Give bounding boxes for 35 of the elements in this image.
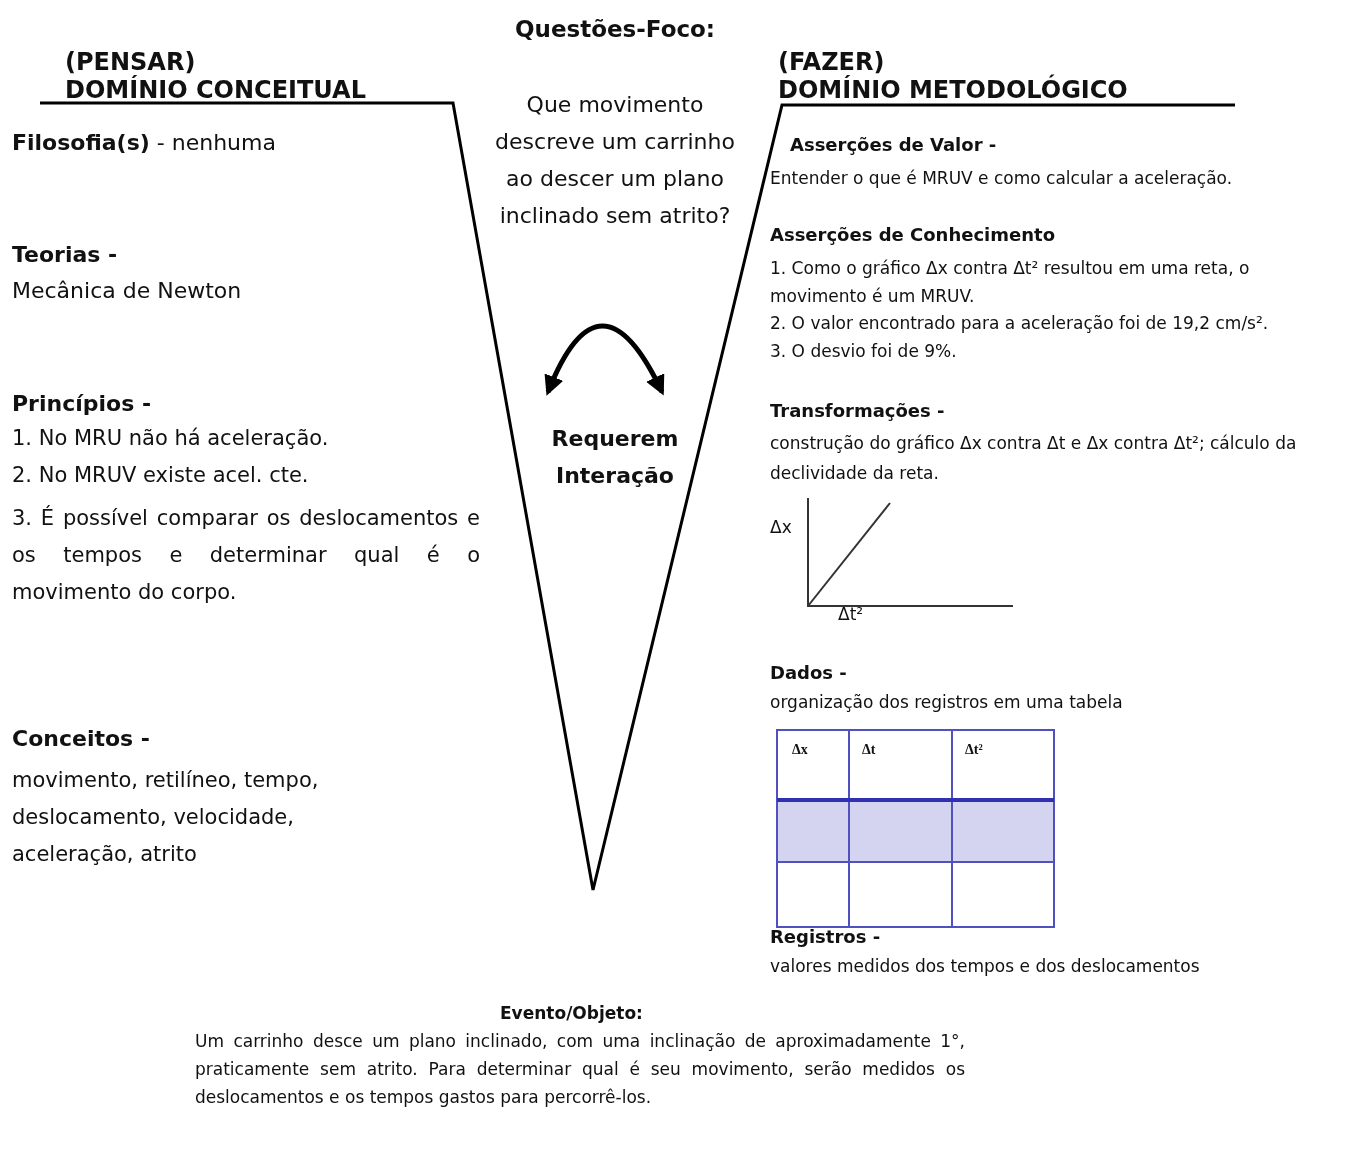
body-text: valores medidos dos tempos e dos deslocamentos <box>770 956 1200 976</box>
focus-question: Que movimento descreve um carrinho ao descer um plano inclinado sem atrito? <box>495 91 735 230</box>
body-text: Mecânica de Newton <box>12 278 242 303</box>
column-header: Δt <box>862 742 876 758</box>
heading: Teorias - <box>12 242 118 267</box>
list-item: 3. O desvio foi de 9%. <box>770 341 957 361</box>
heading: Asserções de Valor - <box>790 134 997 155</box>
heading: Conceitos - <box>12 726 150 751</box>
list-item: 1. Como o gráfico Δx contra Δt² resultou em uma reta, o movimento é um MRUV. <box>770 257 1251 308</box>
column-header: Δt² <box>965 742 983 758</box>
heading: Transformações - <box>770 400 945 421</box>
heading: Registros - <box>770 926 881 947</box>
body-text: movimento, retilíneo, tempo, deslocamento, velocidade, aceleração, atrito <box>12 767 320 868</box>
section-heading: DOMÍNIO CONCEITUAL <box>65 76 366 104</box>
section-heading: (FAZER) <box>778 48 885 76</box>
section-heading: DOMÍNIO METODOLÓGICO <box>778 76 1128 104</box>
axis-label: Δt² <box>838 604 864 624</box>
heading: Princípios - <box>12 391 152 416</box>
section-heading: (PENSAR) <box>65 48 196 76</box>
list-item: 1. No MRU não há aceleração. <box>12 426 329 450</box>
list-item: 2. No MRUV existe acel. cte. <box>12 463 309 487</box>
list-item: 3. É possível comparar os deslocamentos e os tempos e determinar qual é o movimento do corpo. <box>12 504 480 606</box>
column-header: Δx <box>792 742 808 758</box>
body-text: organização dos registros em uma tabela <box>770 692 1123 712</box>
heading: Dados - <box>770 662 847 683</box>
heading: Questões-Foco: <box>515 16 716 42</box>
heading: Evento/Objeto: <box>500 1003 643 1023</box>
central-label: Requerem Interação <box>550 425 680 490</box>
body-text: construção do gráfico Δx contra Δt e Δx contra Δt²; cálculo da declividade da reta. <box>770 432 1298 485</box>
axis-label: Δx <box>770 517 792 537</box>
list-item: 2. O valor encontrado para a aceleração foi de 19,2 cm/s². <box>770 313 1269 333</box>
body-text: Um carrinho desce um plano inclinado, com uma inclinação de aproximadamente 1°, praticamente sem atrito. Para determinar qual é seu movimento, serão medidos os deslocamentos e os tempos gastos para percorrê-los. <box>195 1030 965 1109</box>
body-text: Entender o que é MRUV e como calcular a aceleração. <box>770 168 1233 188</box>
heading: Filosofia(s) - nenhuma <box>12 130 276 155</box>
heading: Asserções de Conhecimento <box>770 224 1056 245</box>
